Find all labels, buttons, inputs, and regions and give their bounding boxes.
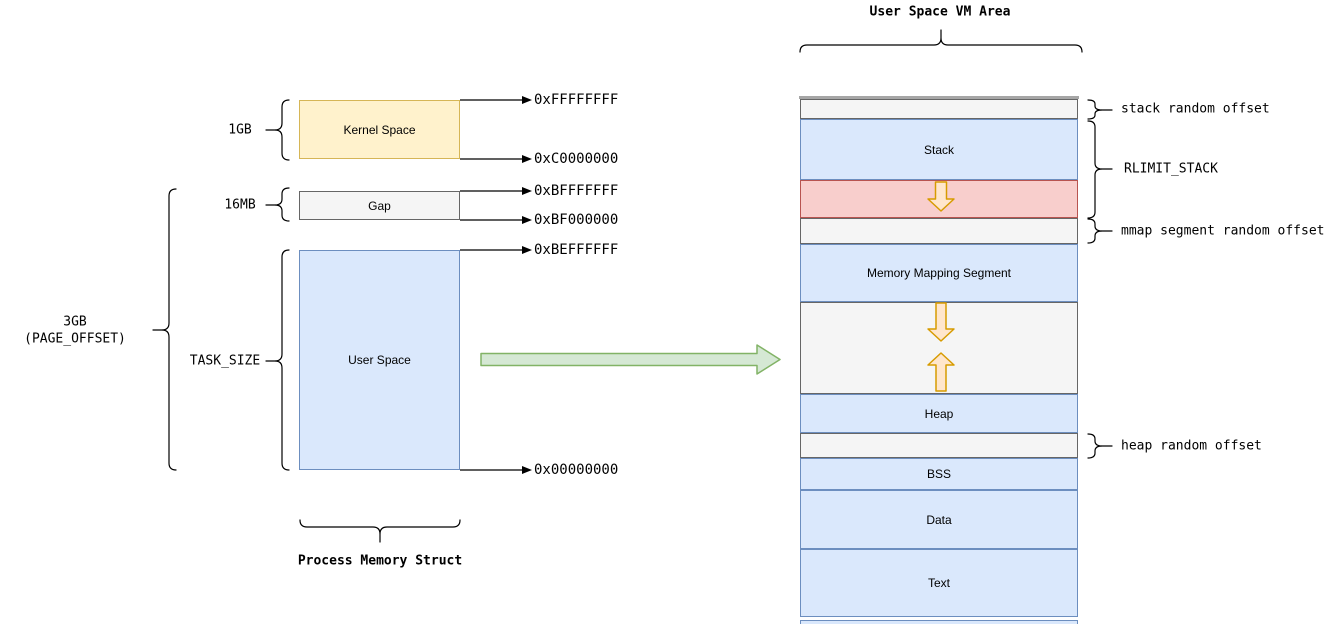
bss-segment-label: BSS bbox=[926, 467, 951, 481]
heap-random-offset-annotation: heap random offset bbox=[1121, 438, 1262, 454]
total-size-label-line1: 3GB bbox=[63, 314, 87, 330]
data-segment-box: Data bbox=[800, 490, 1078, 549]
address-0xBF000000: 0xBF000000 bbox=[534, 212, 619, 228]
brace-task-size bbox=[274, 249, 290, 471]
address-arrow-0xFFFFFFFF bbox=[460, 96, 532, 104]
total-size-label-line2: (PAGE_OFFSET) bbox=[24, 331, 126, 347]
gap-box: Gap bbox=[299, 191, 460, 220]
address-arrow-0xBEFFFFFF bbox=[460, 246, 532, 254]
process-memory-caption: Process Memory Struct bbox=[297, 553, 463, 569]
brace-process-memory bbox=[299, 519, 461, 535]
kernel-space-label: Kernel Space bbox=[343, 122, 416, 137]
address-arrow-0xC0000000 bbox=[460, 155, 532, 163]
data-segment-label: Data bbox=[926, 512, 952, 527]
memory-mapping-segment-box: Memory Mapping Segment bbox=[800, 244, 1078, 302]
mmap-random-offset-annotation: mmap segment random offset bbox=[1121, 223, 1325, 239]
heap-random-offset-box bbox=[800, 433, 1078, 458]
text-segment-label: Text bbox=[927, 576, 950, 590]
clipped-bottom-box bbox=[800, 620, 1078, 624]
process-to-vm-arrow-icon bbox=[480, 344, 781, 375]
heap-segment-label: Heap bbox=[924, 406, 954, 421]
rlimit-stack-annotation: RLIMIT_STACK bbox=[1124, 161, 1218, 177]
address-0xC0000000: 0xC0000000 bbox=[534, 151, 619, 167]
vm-area-title: User Space VM Area bbox=[869, 4, 1011, 20]
bss-segment-box: BSS bbox=[800, 458, 1078, 490]
address-0xBEFFFFFF: 0xBEFFFFFF bbox=[534, 242, 619, 258]
task-size-label: TASK_SIZE bbox=[189, 353, 261, 369]
brace-vm-area bbox=[799, 37, 1083, 53]
address-0xFFFFFFFF: 0xFFFFFFFF bbox=[534, 92, 619, 108]
stack-segment-box: Stack bbox=[800, 119, 1078, 180]
brace-stack-offset bbox=[1087, 99, 1103, 120]
brace-rlimit-stack bbox=[1087, 120, 1103, 219]
stack-growth-box bbox=[800, 180, 1078, 218]
address-arrow-0xBF000000 bbox=[460, 216, 532, 224]
gap-size-label: 16MB bbox=[224, 197, 256, 213]
kernel-size-label: 1GB bbox=[228, 122, 252, 138]
user-space-box: User Space bbox=[299, 250, 460, 470]
text-segment-box: Text bbox=[800, 549, 1078, 617]
brace-3gb bbox=[161, 188, 177, 471]
growth-gap-box bbox=[800, 302, 1078, 394]
address-0xBFFFFFFF: 0xBFFFFFFF bbox=[534, 183, 619, 199]
memory-mapping-segment-label: Memory Mapping Segment bbox=[866, 266, 1012, 280]
mmap-random-offset-box bbox=[800, 218, 1078, 244]
stack-random-offset-box bbox=[800, 99, 1078, 119]
kernel-space-box: Kernel Space bbox=[299, 100, 460, 159]
address-arrows bbox=[460, 96, 532, 474]
gap-label: Gap bbox=[368, 198, 391, 213]
brace-mmap-offset bbox=[1087, 218, 1103, 244]
brace-1gb bbox=[274, 99, 290, 161]
brace-heap-offset bbox=[1087, 433, 1103, 459]
stack-segment-label: Stack bbox=[923, 142, 954, 157]
user-space-label: User Space bbox=[348, 353, 411, 367]
address-0x00000000: 0x00000000 bbox=[534, 462, 619, 478]
address-arrow-0x00000000 bbox=[460, 466, 532, 474]
brace-16mb bbox=[274, 187, 290, 222]
vm-area-top-line bbox=[799, 96, 1079, 99]
address-arrow-0xBFFFFFFF bbox=[460, 187, 532, 195]
stack-random-offset-annotation: stack random offset bbox=[1121, 101, 1270, 117]
heap-segment-box: Heap bbox=[800, 394, 1078, 433]
